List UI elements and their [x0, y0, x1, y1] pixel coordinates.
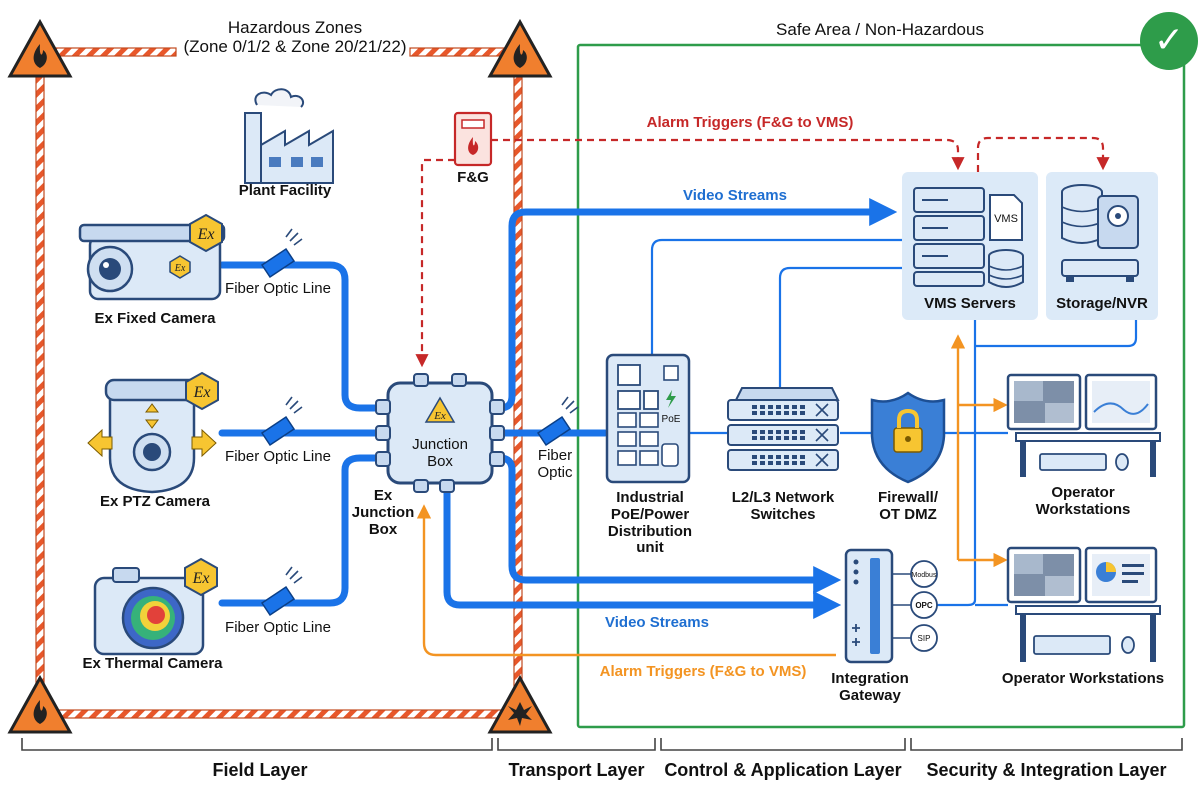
factory-icon [244, 88, 334, 184]
fiber-line-label-1: Fiber Optic Line [225, 280, 331, 297]
firewall-label: Firewall/ OT DMZ [877, 489, 939, 523]
fixed-camera-label: Ex Fixed Camera [94, 310, 216, 327]
vms-servers-icon [902, 172, 1038, 320]
vms-servers-label: VMS Servers [924, 295, 1016, 312]
fiber-line-label-2: Fiber Optic Line [225, 448, 331, 465]
fixed-camera-icon [78, 223, 226, 301]
fiber-connector-icon [536, 396, 579, 447]
pan-right-arrow-icon [191, 428, 217, 458]
protocol-modbus: Modbus [912, 572, 937, 579]
hazardous-zones-title: Hazardous Zones (Zone 0/1/2 & Zone 20/21… [183, 18, 407, 57]
operator-workstations-label-2: Operator Workstations [1001, 670, 1165, 687]
thermal-camera-icon [93, 567, 205, 656]
ex-badge-icon: Ex [169, 255, 191, 279]
protocol-opc: OPC [915, 601, 933, 610]
junction-box-icon [375, 373, 505, 493]
storage-nvr-label: Storage/NVR [1056, 295, 1148, 312]
switches-label: L2/L3 Network Switches [731, 489, 835, 523]
fiber-optic-label: Fiber Optic [537, 447, 573, 481]
ptz-camera-icon [104, 378, 200, 494]
fg-label: F&G [457, 169, 489, 186]
alarm-triggers-label-bottom: Alarm Triggers (F&G to VMS) [599, 663, 807, 680]
network-switch-icon [727, 387, 840, 471]
storage-nvr-icon [1046, 172, 1158, 320]
firewall-shield-icon [870, 391, 946, 484]
svg-text:Ex: Ex [193, 384, 211, 401]
operator-workstation-icon [1006, 546, 1161, 662]
safe-area-title: Safe Area / Non-Hazardous [776, 20, 984, 39]
thermal-camera-label: Ex Thermal Camera [82, 655, 223, 672]
ex-badge-icon: Ex [184, 557, 218, 597]
integration-gateway-label: Integration Gateway [831, 670, 909, 704]
safe-area-border [576, 43, 1186, 729]
operator-workstation-icon [1006, 373, 1161, 477]
fiber-connector-icon [260, 228, 303, 279]
fiber-connector-icon [260, 396, 303, 447]
vms-tag: VMS [994, 213, 1018, 225]
layer-security-integration: Security & Integration Layer [926, 760, 1167, 780]
pan-left-arrow-icon [87, 428, 113, 458]
alarm-trigger-orange-lines [416, 334, 1008, 657]
ptz-camera-label: Ex PTZ Camera [99, 493, 211, 510]
fiber-line-label-3: Fiber Optic Line [225, 619, 331, 636]
video-streams-label-top: Video Streams [683, 187, 787, 204]
explosive-warning-icon [487, 674, 553, 734]
layer-transport: Transport Layer [508, 760, 645, 780]
ex-badge-icon: Ex [185, 371, 219, 411]
video-streams-label-bottom: Video Streams [605, 614, 709, 631]
protocol-sip: SIP [918, 634, 931, 643]
layer-brackets [21, 738, 1183, 751]
alarm-trigger-red-lines [415, 136, 1110, 368]
junction-box-inner-label: Junction Box [412, 436, 468, 470]
svg-text:Ex: Ex [197, 226, 215, 243]
fire-gas-panel-icon [453, 111, 493, 167]
safe-check-icon: ✓ [1140, 12, 1198, 70]
junction-box-ex-mark: Ex [433, 410, 446, 422]
layer-field: Field Layer [212, 760, 308, 780]
poe-unit-label: Industrial PoE/Power Distribution unit [607, 489, 693, 557]
svg-text:Ex: Ex [174, 263, 186, 274]
alarm-triggers-label-top: Alarm Triggers (F&G to VMS) [646, 114, 854, 131]
junction-box-label: Ex Junction Box [351, 487, 415, 538]
ex-badge-icon: Ex [189, 213, 223, 253]
poe-unit-icon [605, 353, 691, 484]
fiber-connector-icon [260, 566, 303, 617]
data-links [218, 198, 898, 619]
svg-text:Ex: Ex [192, 570, 210, 587]
flammable-warning-icon [487, 18, 553, 78]
flammable-warning-icon [7, 18, 73, 78]
plant-facility-label: Plant Facility [238, 182, 332, 199]
layer-control-application: Control & Application Layer [664, 760, 902, 780]
flammable-warning-icon [7, 674, 73, 734]
operator-workstations-label-1: Operator Workstations [1035, 484, 1131, 518]
network-lines [650, 238, 1138, 607]
integration-gateway-icon [844, 548, 938, 664]
poe-text: PoE [662, 414, 681, 425]
